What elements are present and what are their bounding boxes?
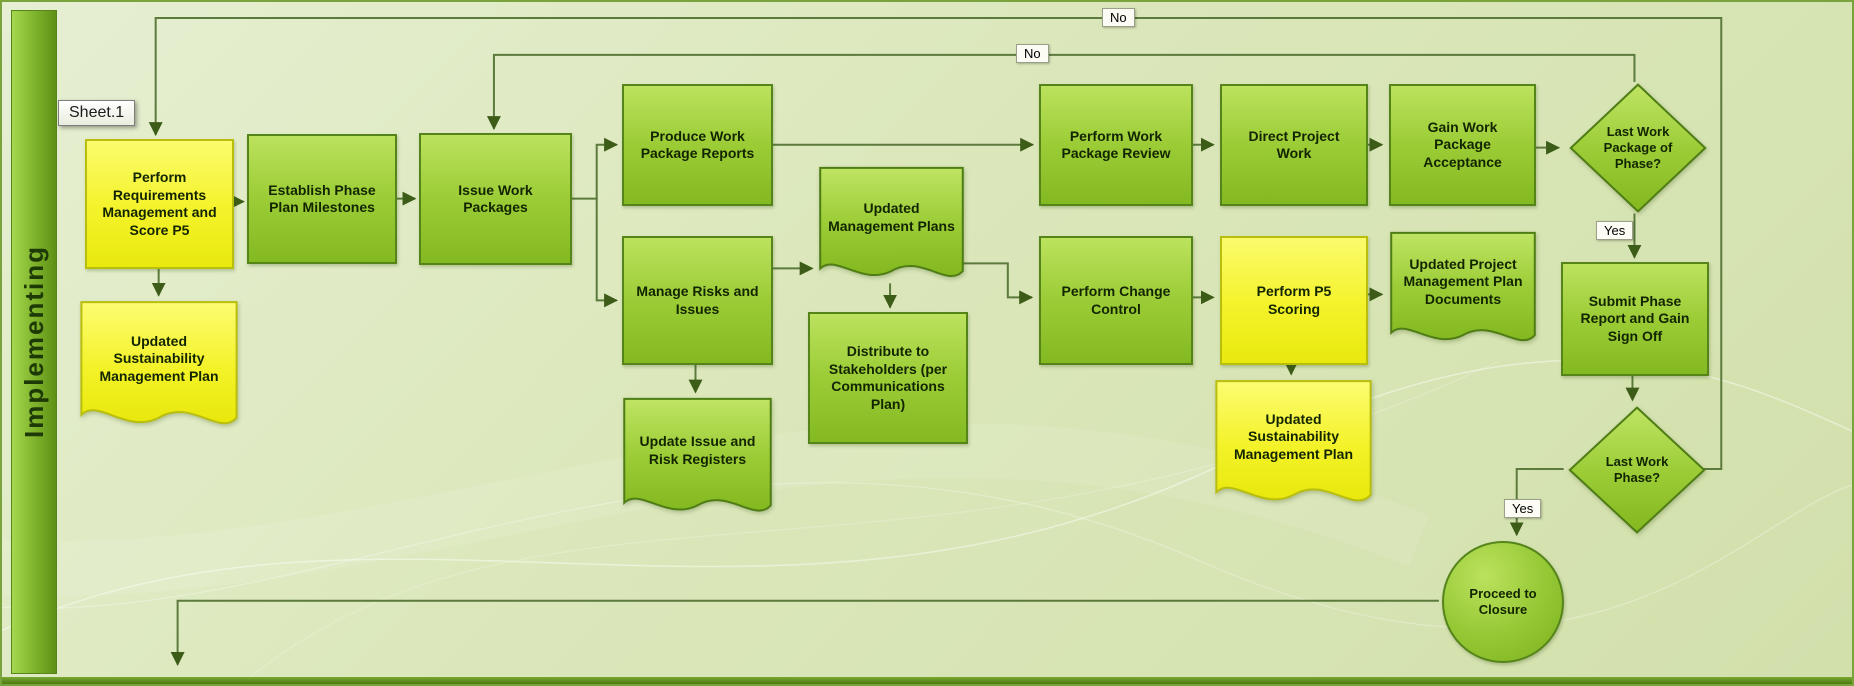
- node-label: Distribute to Stakeholders (per Communic…: [828, 343, 948, 412]
- node-label: Direct Project Work: [1248, 127, 1340, 162]
- node-perform-p5-scoring[interactable]: Perform P5 Scoring: [1220, 236, 1368, 365]
- phase-lane-bar: Implementing: [11, 10, 57, 674]
- connector-label-no-inner: No: [1016, 44, 1049, 63]
- node-label: Update Issue and Risk Registers: [639, 433, 756, 467]
- node-issue-work-packages[interactable]: Issue Work Packages: [419, 133, 572, 265]
- document-updated-sustainability-plan-right[interactable]: Updated Sustainability Management Plan: [1214, 379, 1373, 517]
- node-label: Establish Phase Plan Milestones: [268, 181, 376, 216]
- document-update-issue-risk-registers[interactable]: Update Issue and Risk Registers: [622, 397, 773, 526]
- node-label: Perform Requirements Management and Scor…: [102, 169, 217, 238]
- node-label: Submit Phase Report and Gain Sign Off: [1580, 292, 1690, 344]
- node-manage-risks-and-issues[interactable]: Manage Risks and Issues: [622, 236, 773, 365]
- node-perform-requirements-management[interactable]: Perform Requirements Management and Scor…: [85, 139, 234, 269]
- sheet-name-tag: Sheet.1: [58, 100, 136, 126]
- node-perform-work-package-review[interactable]: Perform Work Package Review: [1039, 84, 1193, 206]
- connector-issue-to-manage-risks: [595, 198, 619, 308]
- connector-label-yes-phase: Yes: [1504, 499, 1542, 518]
- node-produce-work-package-reports[interactable]: Produce Work Package Reports: [622, 84, 773, 206]
- node-gain-work-package-acceptance[interactable]: Gain Work Package Acceptance: [1389, 84, 1536, 206]
- node-label: Proceed to Closure: [1469, 585, 1537, 617]
- node-label: Updated Management Plans: [828, 200, 955, 234]
- node-label: Updated Sustainability Management Plan: [1233, 410, 1354, 462]
- document-updated-project-plan-documents[interactable]: Updated Project Management Plan Document…: [1389, 231, 1537, 355]
- node-label: Issue Work Packages: [458, 181, 533, 216]
- connector-plans-to-change-control: [962, 262, 1034, 305]
- node-label: Last Work Phase?: [1605, 453, 1669, 485]
- node-label: Updated Project Management Plan Document…: [1403, 255, 1523, 307]
- connector-label-no-top: No: [1102, 8, 1135, 27]
- node-label: Perform Work Package Review: [1061, 127, 1171, 162]
- document-updated-sustainability-plan-left[interactable]: Updated Sustainability Management Plan: [79, 300, 239, 440]
- document-updated-management-plans[interactable]: Updated Management Plans: [818, 166, 965, 291]
- decision-last-work-package-of-phase[interactable]: Last Work Package of Phase?: [1568, 82, 1708, 214]
- node-label: Last Work Package of Phase?: [1603, 123, 1673, 172]
- node-submit-phase-report[interactable]: Submit Phase Report and Gain Sign Off: [1561, 262, 1709, 376]
- node-label: Perform P5 Scoring: [1256, 283, 1332, 317]
- node-establish-phase-plan-milestones[interactable]: Establish Phase Plan Milestones: [247, 134, 397, 264]
- terminator-proceed-to-closure[interactable]: Proceed to Closure: [1442, 541, 1564, 663]
- node-label: Updated Sustainability Management Plan: [99, 332, 219, 384]
- phase-lane-label: Implementing: [18, 245, 49, 439]
- node-distribute-to-stakeholders[interactable]: Distribute to Stakeholders (per Communic…: [808, 312, 968, 444]
- node-label: Gain Work Package Acceptance: [1423, 118, 1502, 170]
- node-label: Perform Change Control: [1061, 283, 1171, 317]
- connector-issue-to-produce: [570, 137, 619, 200]
- node-perform-change-control[interactable]: Perform Change Control: [1039, 236, 1193, 365]
- node-direct-project-work[interactable]: Direct Project Work: [1220, 84, 1368, 206]
- node-label: Produce Work Package Reports: [640, 127, 755, 162]
- node-label: Manage Risks and Issues: [636, 283, 759, 317]
- connector-label-yes-package: Yes: [1596, 221, 1634, 240]
- bottom-border-strip: [2, 677, 1852, 684]
- decision-last-work-phase[interactable]: Last Work Phase?: [1567, 405, 1707, 535]
- connector-closure-exit: [170, 599, 1439, 666]
